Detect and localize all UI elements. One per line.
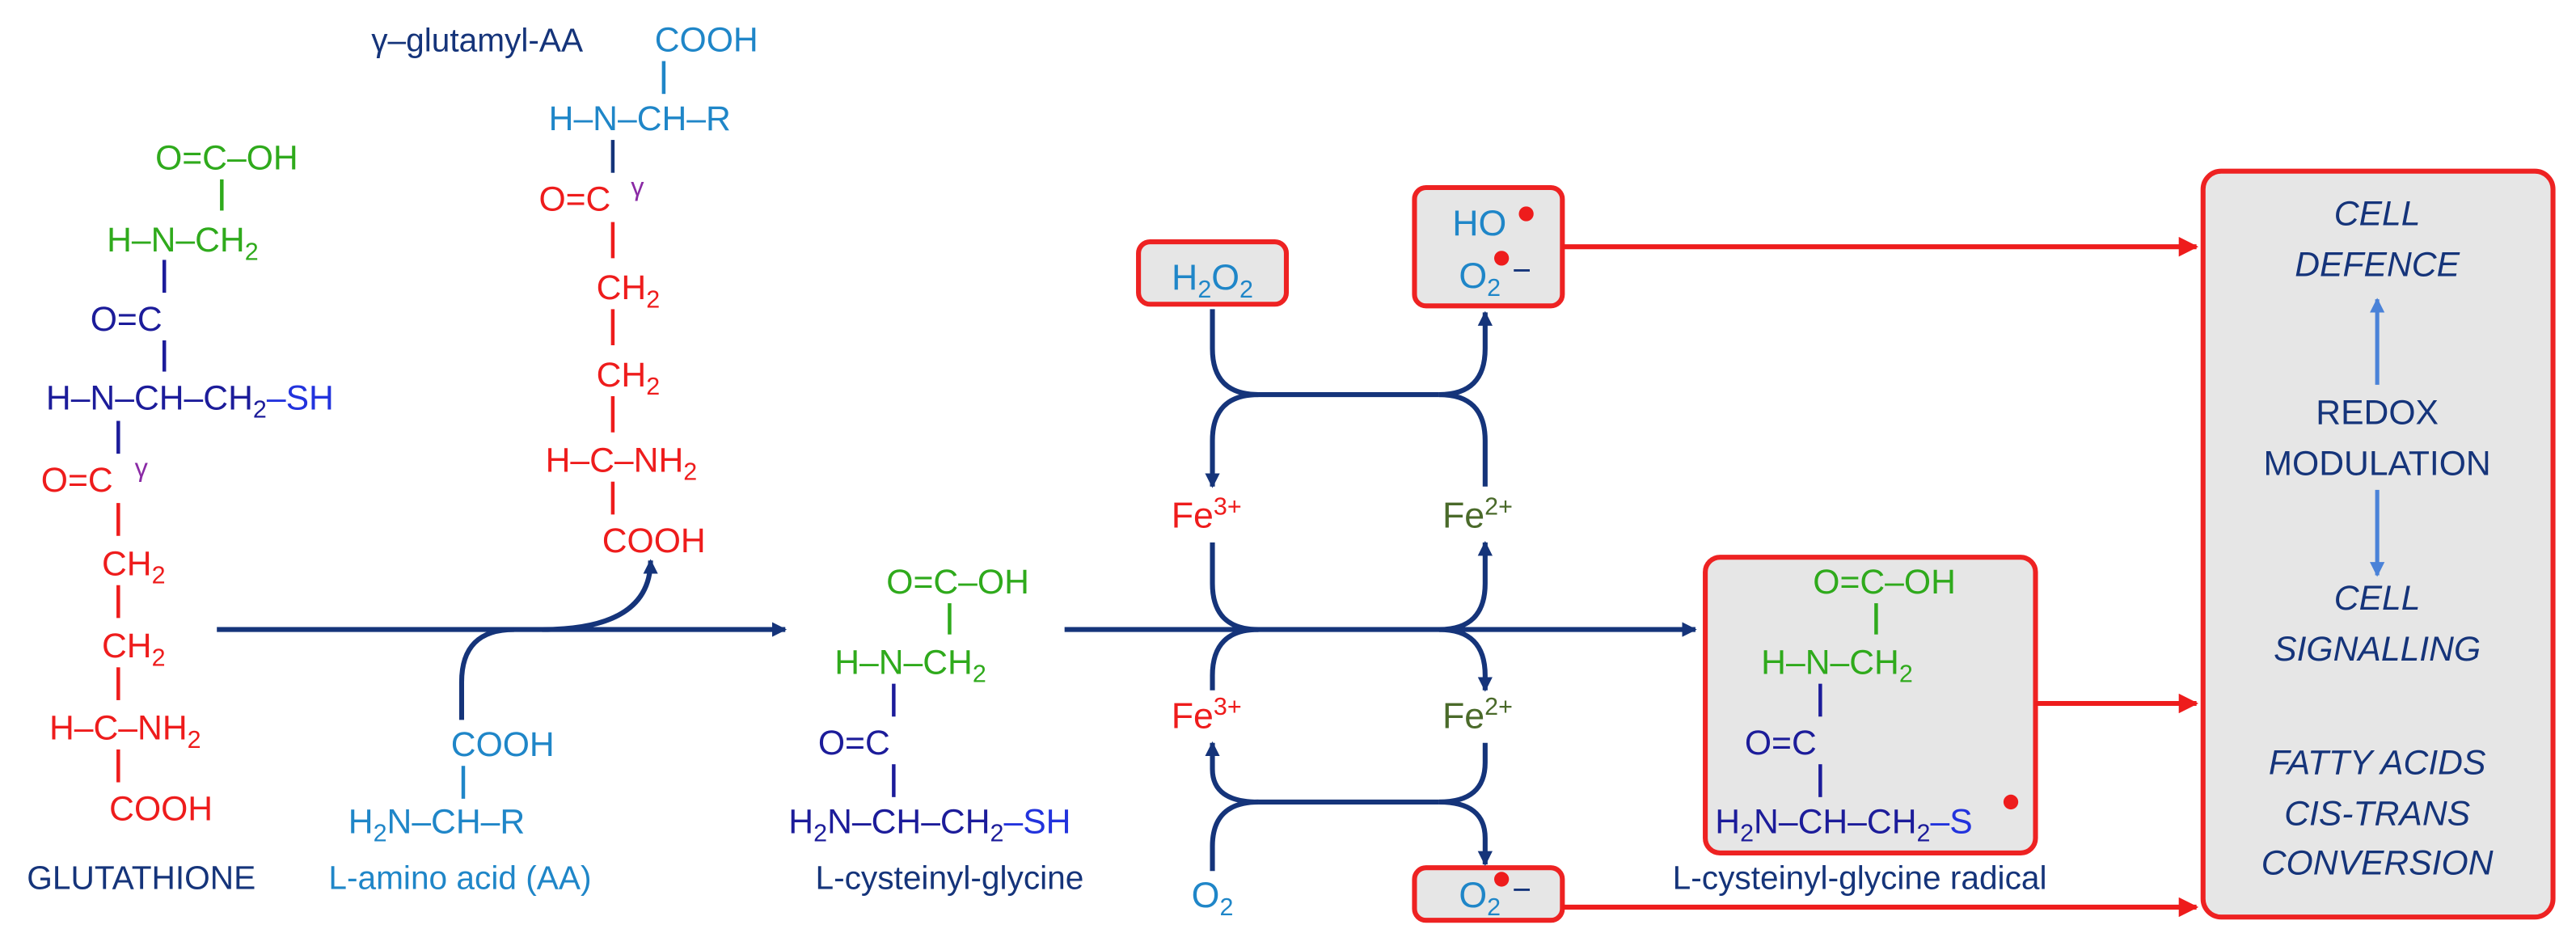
fe3-top: Fe3+ — [1172, 492, 1242, 535]
bridge-to-ho-arrow — [1438, 310, 1493, 398]
superoxide-top-text: O2− — [1459, 251, 1531, 302]
fatty-acids-line2: CIS-TRANS — [2284, 794, 2470, 833]
redox-cycle: H2O2 HO O2− Fe3+ Fe2+ Fe3+ Fe2+ O2 O2− — [1064, 184, 1697, 923]
gga-carbonyl: O=C — [538, 179, 610, 218]
gsh-glutamate-carbonyl: O=C — [41, 461, 113, 500]
reaction-arrows-1 — [217, 559, 788, 720]
fatty-acids-line3: CONVERSION — [2261, 843, 2494, 882]
gamma-glutamyl-aa-label: γ–glutamyl-AA — [371, 21, 584, 58]
superoxide-bottom-dot — [1494, 872, 1510, 887]
cgr-chain: H2N–CH–CH2–S — [1715, 803, 1972, 847]
superoxide-bottom-text: O2− — [1459, 871, 1531, 921]
cg-chain: H2N–CH–CH2–SH — [788, 803, 1071, 847]
hydroxyl-radical-dot — [1518, 206, 1534, 222]
glutathione-structure: O=C–OH H–N–CH2 O=C H–N–CH–CH2–SH O=C γ C… — [27, 139, 334, 897]
gsh-cysteine-carbonyl: O=C — [91, 300, 163, 339]
cysteinyl-glycine-radical-structure: O=C–OH H–N–CH2 O=C H2N–CH–CH2–S L-cystei… — [1673, 555, 2047, 897]
glutathione-label: GLUTATHIONE — [27, 859, 255, 897]
fatty-acids-line1: FATTY ACIDS — [2269, 743, 2486, 782]
cell-signalling-line2: SIGNALLING — [2274, 630, 2481, 669]
gga-aa-cooh: COOH — [655, 20, 758, 59]
gsh-glutamate-carboxyl: COOH — [109, 789, 213, 828]
cysteinyl-glycine-radical-label: L-cysteinyl-glycine radical — [1673, 859, 2047, 897]
cgr-amine: H–N–CH2 — [1761, 643, 1913, 687]
effects-panel: CELL DEFENCE REDOX MODULATION CELL SIGNA… — [2200, 168, 2556, 920]
h2o2-to-fe3-arrow — [1205, 391, 1259, 488]
bridge-to-fe3-bottom-arrow — [1205, 741, 1259, 805]
amino-acid-label: L-amino acid (AA) — [328, 859, 591, 897]
cysteinyl-glycine-structure: O=C–OH H–N–CH2 O=C H2N–CH–CH2–SH L-cyste… — [788, 563, 1083, 897]
superoxide-top-dot — [1494, 251, 1510, 266]
gamma-glutamyl-output-curve — [542, 559, 658, 632]
superoxide-bottom-box — [1412, 865, 1565, 923]
cg-amine: H–N–CH2 — [834, 643, 986, 687]
gga-carboxyl: COOH — [602, 522, 706, 560]
amino-acid-structure: COOH H2N–CH–R L-amino acid (AA) — [328, 725, 591, 897]
gga-amine: H–C–NH2 — [546, 441, 698, 486]
aa-input-curve — [458, 627, 514, 720]
gsh-gamma-symbol: γ — [135, 454, 149, 483]
redox-arrows — [1064, 309, 1697, 872]
redox-modulation-line1: REDOX — [2316, 394, 2439, 433]
gga-aa-chain: H–N–CH–R — [549, 99, 731, 138]
cg-carboxyl: O=C–OH — [886, 563, 1029, 602]
cell-defence-line2: DEFENCE — [2295, 246, 2460, 285]
cg-carbonyl: O=C — [818, 724, 890, 762]
fe3-top-to-main — [1210, 542, 1259, 632]
cgr-carboxyl: O=C–OH — [1813, 563, 1956, 602]
fe2-top: Fe2+ — [1442, 492, 1513, 535]
o2-to-bridge — [1210, 799, 1259, 872]
gsh-ch2-b: CH2 — [102, 627, 166, 671]
gsh-glycine-carboxyl: O=C–OH — [155, 139, 298, 178]
cgr-carbonyl: O=C — [1745, 724, 1817, 762]
gsh-ch2-a: CH2 — [102, 545, 166, 589]
gsh-glutamate-amine: H–C–NH2 — [49, 709, 201, 754]
effect-connectors — [1562, 236, 2199, 918]
main-to-fe2-top-arrow — [1438, 541, 1493, 632]
main-to-fe2-bottom-arrow — [1438, 627, 1493, 692]
cell-defence-line1: CELL — [2334, 195, 2421, 234]
cysteinyl-glycine-label: L-cysteinyl-glycine — [815, 859, 1083, 897]
fe2-to-bridge — [1438, 391, 1488, 487]
aa-cooh: COOH — [451, 725, 555, 764]
gga-ch2-b: CH2 — [597, 356, 661, 400]
gamma-glutamyl-aa-structure: γ–glutamyl-AA COOH H–N–CH–R O=C γ CH2 CH… — [371, 20, 758, 560]
hydroxyl-radical-text: HO — [1452, 204, 1506, 243]
gsh-cysteine-backbone: H–N–CH–CH2–SH — [46, 378, 334, 423]
o2-text: O2 — [1192, 876, 1234, 921]
fe2-bottom-to-bridge — [1438, 742, 1488, 805]
gga-gamma-symbol: γ — [631, 172, 644, 201]
fe2-bottom: Fe2+ — [1442, 693, 1513, 736]
h2o2-box — [1136, 239, 1290, 307]
aa-chain: H2N–CH–R — [348, 803, 525, 847]
redox-modulation-line2: MODULATION — [2264, 445, 2491, 484]
fe3-bottom: Fe3+ — [1172, 693, 1242, 736]
main-to-fe3-bottom-arrow — [1210, 627, 1259, 690]
h2o2-curve-left — [1210, 309, 1259, 398]
bridge-to-superoxide-arrow — [1438, 799, 1493, 866]
thiyl-radical-dot — [2003, 794, 2019, 810]
gsh-glycine-amine: H–N–CH2 — [107, 221, 259, 265]
h2o2-text: H2O2 — [1172, 258, 1253, 303]
gga-ch2-a: CH2 — [597, 268, 661, 313]
cell-signalling-line1: CELL — [2334, 579, 2421, 618]
